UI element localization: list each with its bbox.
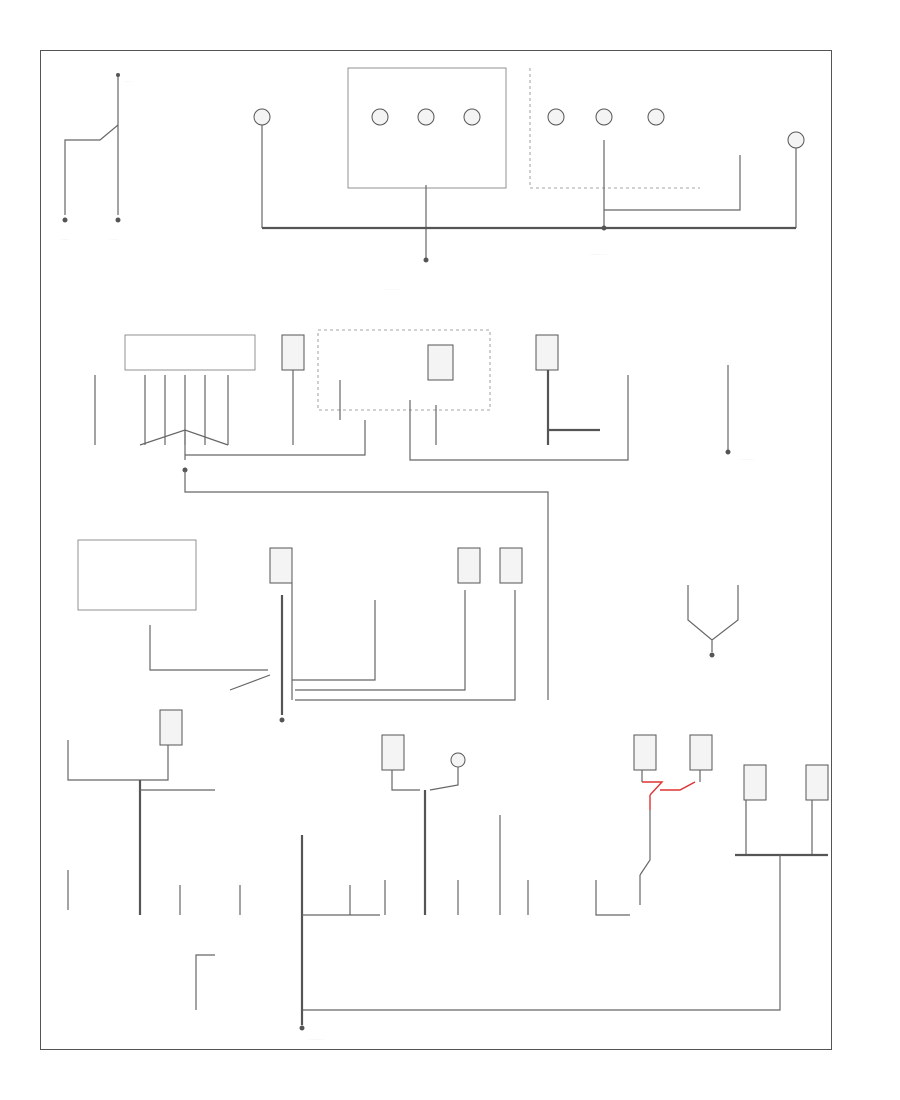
svg-text:· · · · · · · ·: · · · · · · · · [740, 457, 754, 461]
ground-distribution-section: · · · · · · · · · [67, 709, 829, 1041]
lamp-left-outer [253, 108, 271, 228]
svg-text:· · · · · · · · · ·: · · · · · · · · · · [590, 252, 608, 256]
battery-switch-section: · · · · · · · · · · · · · · [60, 73, 132, 241]
svg-text:· · · · · · · · ·: · · · · · · · · · [308, 1037, 324, 1041]
svg-text:· · · · ·: · · · · · [60, 237, 68, 241]
fuse-relay-section [77, 539, 739, 723]
headlamp-section: · · · · · · · · · · · · · · · · · · [253, 67, 805, 291]
svg-text:· · · · ·: · · · · · [110, 237, 118, 241]
svg-text:· · · ·: · · · · [125, 79, 132, 83]
instrument-cluster-section: · · · · · · · · [94, 329, 754, 700]
diagram-frame [40, 50, 832, 1050]
svg-text:· · · · · · · ·: · · · · · · · · [385, 287, 399, 291]
